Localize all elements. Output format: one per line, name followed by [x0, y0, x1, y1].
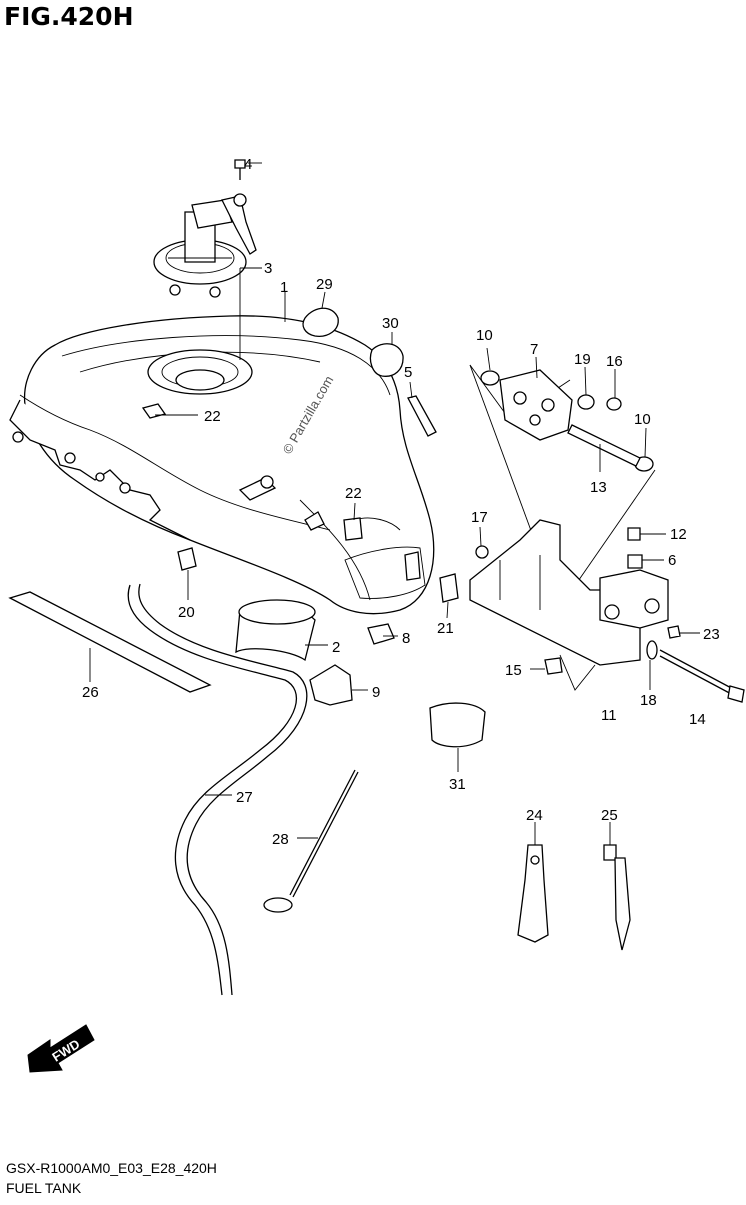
callout-13: 13: [590, 479, 607, 496]
callout-labels: 4 3 1 29 30 5 22 22 20 21 26 2 8 9 27 28…: [82, 156, 720, 848]
cushion-30-drawing: [369, 343, 404, 377]
callout-7: 7: [530, 341, 538, 358]
callout-27: 27: [236, 789, 253, 806]
strip-5-drawing: [407, 395, 437, 437]
fuel-tank-drawing: [9, 315, 435, 615]
callout-10-left: 10: [476, 327, 493, 344]
callout-22-lower: 22: [345, 485, 362, 502]
pad-31-drawing: [429, 702, 486, 748]
callout-10-right: 10: [634, 411, 651, 428]
callout-1: 1: [280, 279, 288, 296]
callout-26: 26: [82, 684, 99, 701]
callout-31: 31: [449, 776, 466, 793]
model-code: GSX-R1000AM0_E03_E28_420H: [6, 1160, 217, 1176]
hose-27-drawing: [127, 584, 298, 996]
figure-name: FUEL TANK: [6, 1180, 82, 1196]
hinge-assembly-drawing: [469, 364, 745, 703]
callout-19: 19: [574, 351, 591, 368]
callout-2: 2: [332, 639, 340, 656]
callout-22-upper: 22: [204, 408, 221, 425]
callout-12: 12: [670, 526, 687, 543]
callout-6: 6: [668, 552, 676, 569]
callout-14: 14: [689, 711, 706, 728]
cushion-20-drawing: [177, 547, 197, 571]
band-24-drawing: [517, 844, 549, 943]
callout-23: 23: [703, 626, 720, 643]
callout-28: 28: [272, 831, 289, 848]
cushion-29-drawing: [302, 307, 339, 337]
cushion-8-drawing: [367, 623, 395, 645]
callout-30: 30: [382, 315, 399, 332]
callout-11: 11: [601, 707, 617, 724]
fwd-arrow-icon: FWD: [27, 1024, 95, 1073]
fuel-cap-drawing: [153, 193, 257, 298]
sheet-26-drawing: [8, 591, 212, 693]
callout-17: 17: [471, 509, 488, 526]
callout-21: 21: [437, 620, 454, 637]
callout-29: 29: [316, 276, 333, 293]
cushion-2-drawing: [235, 599, 316, 662]
callout-20: 20: [178, 604, 195, 621]
callout-4: 4: [244, 156, 252, 173]
callout-3: 3: [264, 260, 272, 277]
callout-15: 15: [505, 662, 522, 679]
leader-lines: [89, 162, 700, 845]
callout-25: 25: [601, 807, 618, 824]
callout-5: 5: [404, 364, 412, 381]
tape-21-drawing: [439, 573, 459, 603]
callout-24: 24: [526, 807, 543, 824]
bolt-4-drawing: [234, 159, 246, 180]
tie-25-drawing: [603, 844, 631, 951]
callout-18: 18: [640, 692, 657, 709]
figure-title: FIG.420H: [4, 2, 134, 31]
callout-9: 9: [372, 684, 380, 701]
rod-28-drawing: [263, 769, 359, 913]
tape-22-drawing: [343, 517, 363, 541]
callout-16: 16: [606, 353, 623, 370]
callout-8: 8: [402, 630, 410, 647]
clip-9-drawing: [309, 664, 353, 706]
